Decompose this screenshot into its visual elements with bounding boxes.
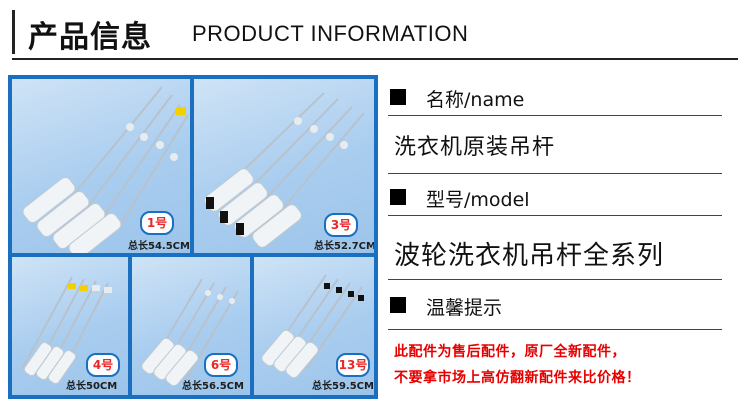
header-divider [12, 58, 738, 60]
divider [388, 173, 722, 174]
header: 产品信息 PRODUCT INFORMATION [0, 0, 750, 64]
product-photo-5: 13号 总长59.5CM [254, 257, 374, 395]
suspension-rods-illustration [21, 276, 112, 385]
name-label-row: 名称/name [388, 79, 728, 113]
name-value: 洗衣机原装吊杆 [394, 135, 556, 160]
length-label: 总长54.5CM [128, 241, 190, 252]
length-label: 总长56.5CM [182, 381, 244, 392]
page-subtitle: PRODUCT INFORMATION [192, 21, 469, 46]
bullet-square-icon [390, 89, 406, 105]
length-label: 总长50CM [66, 381, 118, 392]
length-label: 总长52.7CM [314, 241, 374, 252]
model-badge: 1号 [140, 211, 174, 235]
product-photo-collage: 1号 总长54.5CM [8, 75, 378, 399]
product-photo-2: 3号 总长52.7CM [194, 79, 374, 253]
page-title: 产品信息 [28, 20, 152, 55]
header-accent-bar [12, 10, 15, 54]
tip-label-row: 温馨提示 [388, 287, 728, 321]
length-label: 总长59.5CM [312, 381, 374, 392]
divider [388, 279, 722, 280]
product-photo-1: 1号 总长54.5CM [12, 79, 190, 253]
divider [388, 115, 722, 116]
model-badge: 13号 [336, 353, 370, 377]
tip-label: 温馨提示 [426, 297, 503, 319]
divider [388, 329, 722, 330]
product-photo-4: 6号 总长56.5CM [132, 257, 250, 395]
bullet-square-icon [390, 189, 406, 205]
suspension-rods-illustration [141, 278, 239, 387]
bullet-square-icon [390, 297, 406, 313]
name-label: 名称/name [426, 89, 525, 111]
model-badge: 4号 [86, 353, 120, 377]
model-label-row: 型号/model [388, 179, 728, 213]
tip-line-1: 此配件为售后配件，原厂全新配件， [394, 344, 626, 360]
product-info-panel: 名称/name 洗衣机原装吊杆 型号/model 波轮洗衣机吊杆全系列 温馨提示… [388, 75, 728, 399]
model-label: 型号/model [426, 189, 530, 211]
suspension-rods-illustration [204, 92, 365, 248]
suspension-rods-illustration [22, 86, 189, 253]
suspension-rods-illustration [261, 274, 364, 379]
model-badge: 6号 [204, 353, 238, 377]
product-photo-3: 4号 总长50CM [12, 257, 128, 395]
tip-line-2: 不要拿市场上高仿翻新配件来比价格！ [394, 370, 641, 386]
divider [388, 215, 722, 216]
model-value: 波轮洗衣机吊杆全系列 [394, 241, 665, 271]
model-badge: 3号 [324, 213, 358, 237]
